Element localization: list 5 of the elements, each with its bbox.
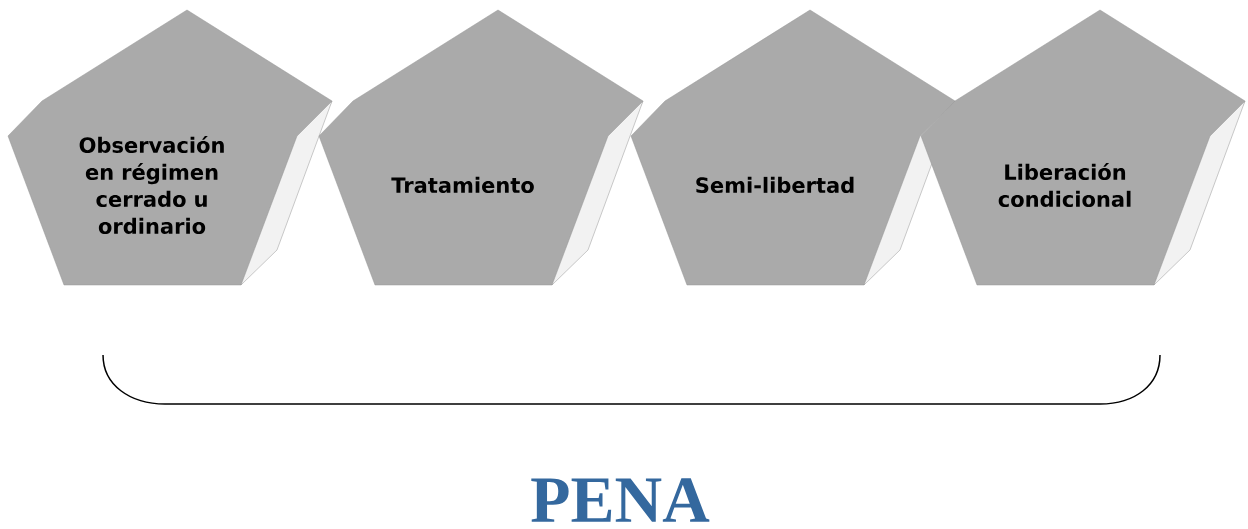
pentagon-block: Semi-libertad [630, 9, 956, 286]
pentagon-block: Tratamiento [318, 9, 644, 286]
pentagon-block: Liberación condicional [920, 9, 1246, 286]
pentagon-block: Observación en régimen cerrado u ordinario [7, 9, 333, 286]
heading: PENA [531, 478, 710, 522]
